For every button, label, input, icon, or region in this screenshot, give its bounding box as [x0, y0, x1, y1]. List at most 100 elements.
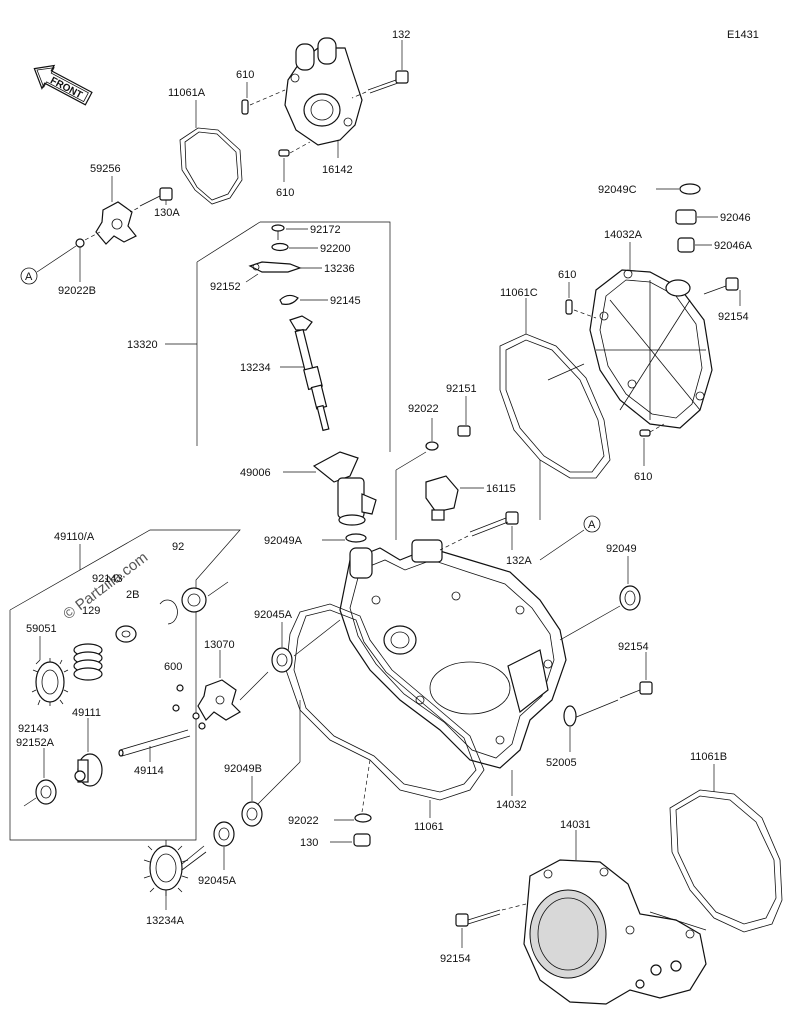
label-92-top: 92: [172, 541, 184, 553]
label-92154-mid: 92154: [618, 641, 649, 653]
label-11061C: 11061C: [500, 287, 538, 299]
label-92151: 92151: [446, 383, 477, 395]
label-92143-bottom: 92143: [18, 723, 49, 735]
label-13320: 13320: [127, 339, 158, 351]
label-92143-top: 92143: [92, 573, 123, 585]
label-13070: 13070: [204, 639, 235, 651]
label-92154-top: 92154: [718, 311, 749, 323]
washer-92200: [271, 242, 289, 252]
front-arrow-icon: FRONT: [33, 64, 93, 106]
label-600: 600: [164, 661, 182, 673]
lever-13236: [248, 261, 302, 273]
clip-92145: [279, 294, 299, 305]
label-16142: 16142: [322, 164, 353, 176]
label-11061A: 11061A: [168, 87, 206, 99]
bolt-92151: [457, 425, 471, 437]
marker-A-left-text: A: [25, 271, 33, 283]
washer-92152B: [115, 625, 137, 643]
oring-92049A: [345, 533, 367, 543]
bracket-49110A: [9, 529, 241, 841]
bolt-130: [353, 833, 371, 847]
label-13234A: 13234A: [146, 915, 185, 927]
bearing-92046A: [677, 237, 695, 253]
bolt-92154-mid: [619, 681, 653, 699]
label-610-right-top: 610: [558, 269, 576, 281]
label-610-bottom: 610: [276, 187, 294, 199]
washer-92022-bottom: [354, 813, 372, 823]
cover-14032A: [589, 269, 713, 429]
bolt-132A: [469, 511, 519, 537]
shaft-49114: [118, 729, 191, 757]
seal-92049C: [679, 183, 701, 195]
label-92049B: 92049B: [224, 763, 262, 775]
marker-A-right-text: A: [588, 519, 596, 531]
pin-610-top: [241, 99, 249, 115]
label-49006: 49006: [240, 467, 271, 479]
label-92046: 92046: [720, 212, 751, 224]
bolt-132: [367, 70, 409, 94]
plug-16115: [425, 475, 459, 521]
impeller-59256: [95, 201, 137, 245]
label-610-right-bottom: 610: [634, 471, 652, 483]
label-92049: 92049: [606, 543, 637, 555]
lever-49006: [312, 451, 377, 526]
watermark: © Partzilla.com: [60, 549, 151, 623]
seal-52005: [563, 705, 577, 727]
bolt-92154-top: [703, 277, 739, 295]
bolt-130A: [139, 187, 173, 207]
clutch-cover-14032: [339, 539, 567, 769]
pin-610-right-bottom: [639, 429, 651, 437]
label-92152: 92152: [210, 281, 241, 293]
label-59051: 59051: [26, 623, 57, 635]
pin-610-right-top: [565, 299, 573, 315]
label-132A: 132A: [506, 555, 532, 567]
bearing-92045A-upper: [271, 647, 293, 673]
bolt-92154-bottom: [455, 909, 501, 927]
label-92154-bottom: 92154: [440, 953, 471, 965]
screw-92172: [271, 224, 285, 240]
label-14032A: 14032A: [604, 229, 643, 241]
label-49114: 49114: [134, 765, 164, 777]
gasket-11061C: [499, 333, 611, 479]
pin-610-bottom: [278, 149, 290, 157]
label-16115: 16115: [486, 483, 516, 495]
bearing-92045A-lower: [213, 821, 235, 847]
balls-600: [172, 684, 206, 730]
label-130A: 130A: [154, 207, 180, 219]
bearing-92049B: [241, 801, 263, 827]
cam-13070: [197, 679, 241, 721]
washer-92022-top: [425, 441, 439, 451]
marker-A-left: [20, 267, 38, 285]
shaft-13234: [289, 315, 330, 432]
gear-59051: [31, 658, 69, 706]
gear-13234A: [143, 840, 207, 896]
marker-A-right: [583, 515, 601, 533]
circlip: [159, 599, 178, 625]
label-52005: 52005: [546, 757, 577, 769]
label-14032: 14032: [496, 799, 527, 811]
label-132: 132: [392, 29, 410, 41]
label-92200: 92200: [320, 243, 351, 255]
label-610-top: 610: [236, 69, 254, 81]
label-92049C: 92049C: [598, 184, 637, 196]
gasket-11061: [285, 603, 485, 801]
spacer-49111: [74, 753, 103, 787]
water-pump-cover: [284, 37, 363, 146]
label-92049A: 92049A: [264, 535, 303, 547]
bearing-92046: [675, 209, 697, 225]
label-92045A-upper: 92045A: [254, 609, 293, 621]
label-13236: 13236: [324, 263, 355, 275]
label-92045A-lower: 92045A: [198, 875, 237, 887]
diagram-code: E1431: [727, 29, 759, 41]
outer-cover-14031: [523, 859, 707, 1005]
label-92152A: 92152A: [16, 737, 55, 749]
washer-92022B: [75, 238, 85, 248]
label-129: 129: [82, 605, 100, 617]
label-49110A: 49110/A: [54, 531, 95, 543]
label-11061B: 11061B: [690, 751, 727, 763]
gasket-11061A: [179, 127, 243, 205]
label-92022-bottom: 92022: [288, 815, 319, 827]
label-92046A: 92046A: [714, 240, 753, 252]
label-11061: 11061: [414, 821, 444, 833]
